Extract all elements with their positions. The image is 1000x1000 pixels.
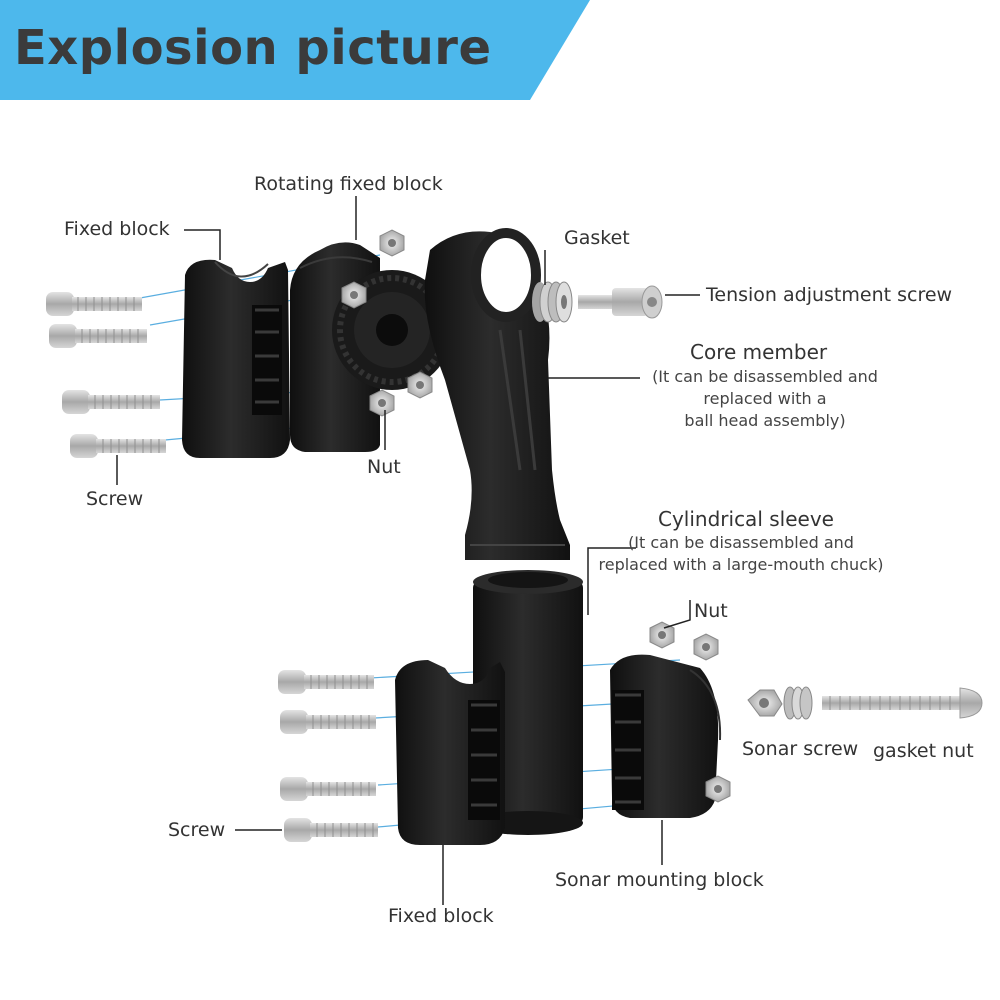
- banner-shape: [0, 0, 590, 100]
- note-cylindrical-sleeve-line-1: (It can be disassembled and: [628, 533, 854, 552]
- note-core-member-line-2: replaced with a: [703, 389, 827, 408]
- bottom-screw-2: [280, 710, 376, 734]
- label-sonar-screw: Sonar screw: [742, 738, 859, 760]
- title-banner: [0, 0, 590, 100]
- label-screw-top: Screw: [86, 488, 144, 510]
- top-nuts: [341, 229, 433, 417]
- label-nut-bottom: Nut: [694, 600, 728, 622]
- sonar-nut: [747, 689, 783, 717]
- top-fixed-block: [182, 259, 290, 458]
- bottom-fixed-block: [395, 660, 505, 845]
- bottom-screw-4: [284, 818, 378, 842]
- top-screw-3: [62, 390, 160, 414]
- top-screw-4: [70, 434, 166, 458]
- tension-adjustment-screw: [578, 285, 663, 319]
- note-core-member-line-3: ball head assembly): [684, 411, 846, 430]
- note-core-member-line-1: (It can be disassembled and: [652, 367, 878, 386]
- leader-lines: [116, 196, 700, 905]
- sonar-gasket: [783, 686, 813, 720]
- label-fixed-block-bottom: Fixed block: [388, 905, 494, 927]
- label-sonar-mounting-block: Sonar mounting block: [555, 869, 764, 891]
- gasket-stack: [532, 281, 573, 323]
- label-rotating-fixed-block: Rotating fixed block: [254, 173, 443, 195]
- top-screw-2: [49, 324, 147, 348]
- sonar-mounting-block: [610, 654, 722, 818]
- label-fixed-block-top: Fixed block: [64, 218, 170, 240]
- label-core-member: Core member: [690, 340, 828, 364]
- bottom-nuts: [649, 621, 731, 803]
- note-core-member: (It can be disassembled and replaced wit…: [640, 366, 890, 432]
- label-nut-top: Nut: [367, 456, 401, 478]
- bottom-screw-1: [278, 670, 374, 694]
- sonar-screw: [822, 687, 983, 719]
- label-screw-bottom: Screw: [168, 819, 226, 841]
- label-gasket-nut: gasket nut: [873, 740, 974, 762]
- note-cylindrical-sleeve: (It can be disassembled and replaced wit…: [596, 532, 886, 576]
- label-tension-adjustment-screw: Tension adjustment screw: [706, 284, 953, 306]
- note-cylindrical-sleeve-line-2: replaced with a large-mouth chuck): [598, 555, 884, 574]
- label-gasket: Gasket: [564, 227, 630, 249]
- page-title: Explosion picture: [14, 20, 492, 76]
- label-cylindrical-sleeve: Cylindrical sleeve: [658, 507, 834, 531]
- core-member: [424, 228, 570, 560]
- top-screw-1: [46, 292, 142, 316]
- bottom-screw-3: [280, 777, 376, 801]
